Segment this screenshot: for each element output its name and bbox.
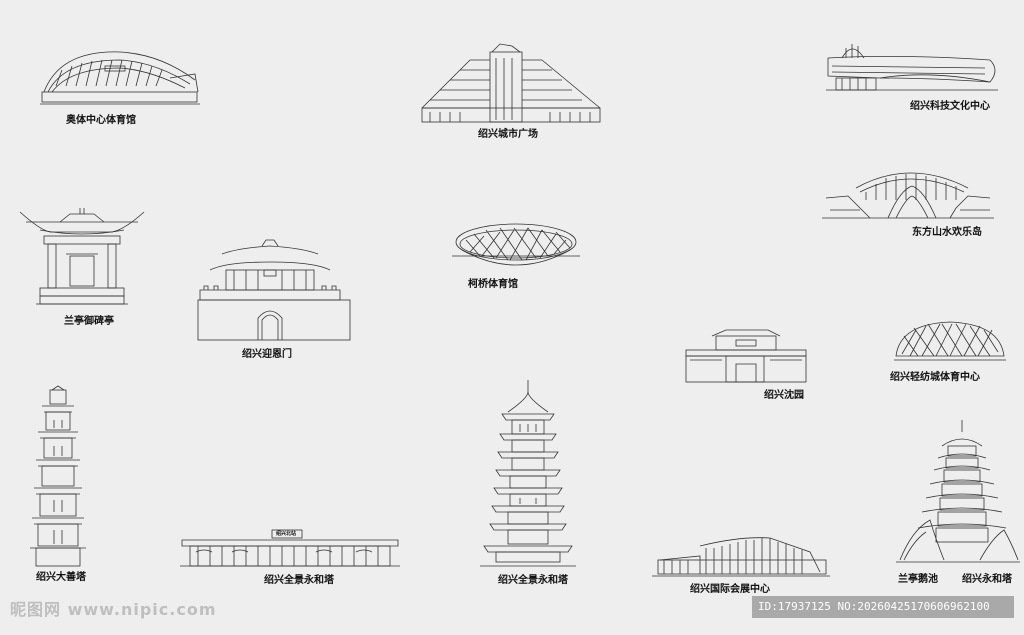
textile-sports-drawing	[894, 321, 1006, 361]
label-scitech-center: 绍兴科技文化中心	[910, 101, 990, 112]
label-dongfang: 东方山水欢乐岛	[912, 227, 982, 238]
label-station: 绍兴全景永和塔	[264, 575, 334, 586]
station-sign: 绍兴北站	[276, 531, 297, 537]
label-city-plaza: 绍兴城市广场	[478, 129, 538, 140]
keqiao-gym-drawing	[452, 223, 580, 266]
label-expo-center: 绍兴国际会展中心	[690, 584, 770, 595]
shen-garden-drawing	[685, 329, 807, 383]
yingen-gate-drawing	[197, 239, 351, 341]
label-shen-garden: 绍兴沈园	[764, 390, 804, 401]
yonghe-pagoda-drawing	[480, 380, 576, 567]
label-olympic-gym: 奥体中心体育馆	[66, 115, 136, 126]
city-plaza-drawing	[421, 43, 601, 123]
label-dashan-pagoda: 绍兴大善塔	[36, 572, 86, 583]
watermark-site: 昵图网 www.nipic.com	[10, 600, 217, 619]
scitech-center-drawing	[826, 44, 998, 91]
label-yonghe-pagoda: 绍兴全景永和塔	[498, 575, 568, 586]
label-yingen-gate: 绍兴迎恩门	[242, 349, 292, 360]
expo-center-drawing	[652, 537, 830, 577]
dongfang-drawing	[822, 172, 994, 219]
label-keqiao-gym: 柯桥体育馆	[468, 279, 518, 290]
label-stele-pavilion: 兰亭御碑亭	[64, 316, 114, 327]
railway-station-drawing	[180, 529, 400, 567]
watermark-id: ID:17937125 NO:20260425170606962100	[752, 596, 1014, 618]
olympic-gym-drawing	[40, 51, 200, 105]
dashan-pagoda-drawing	[30, 385, 86, 567]
goose-pond-pagoda-drawing	[896, 420, 1020, 563]
label-goose-pond: 兰亭鹅池	[898, 574, 938, 585]
stele-pavilion-drawing	[19, 208, 145, 305]
label-yonghe-pagoda-right: 绍兴永和塔	[962, 574, 1012, 585]
label-textile-sports: 绍兴轻纺城体育中心	[890, 372, 980, 383]
